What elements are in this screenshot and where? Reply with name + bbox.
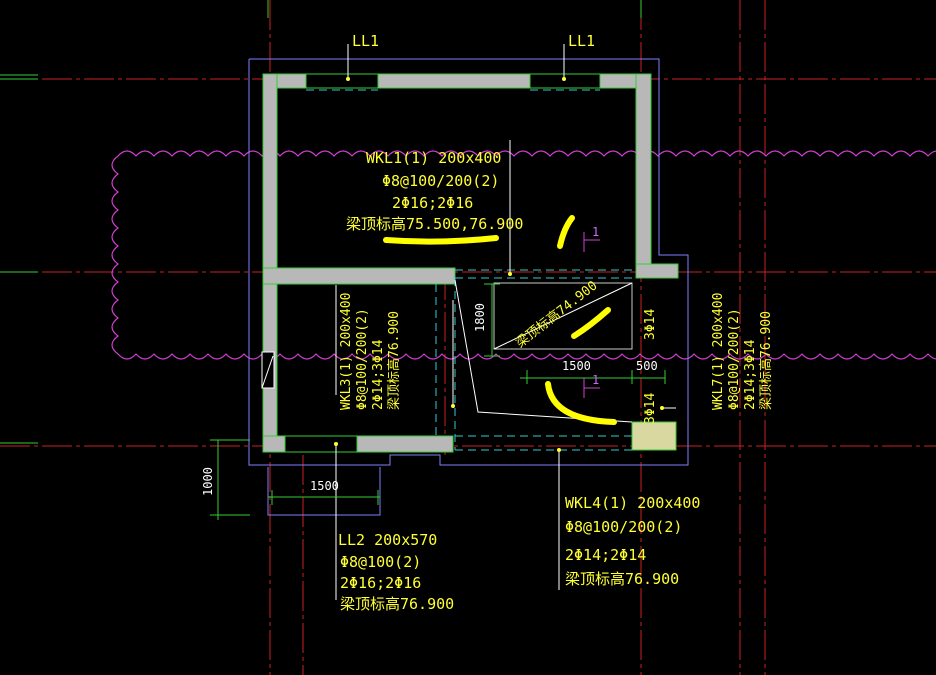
dim-1500-bottom: 1500 bbox=[310, 479, 339, 493]
section-mark-1: 1 bbox=[592, 225, 599, 239]
dim-500: 500 bbox=[636, 359, 658, 373]
ll2-line1: LL2 200x570 bbox=[338, 531, 437, 549]
wkl4-line2: Φ8@100/200(2) bbox=[565, 518, 682, 536]
dim-1800: 1800 bbox=[473, 303, 487, 332]
wkl1-line4: 梁顶标高75.500,76.900 bbox=[346, 215, 523, 233]
wkl3-line2: Φ8@100/200(2) bbox=[355, 308, 370, 410]
wkl1-line1: WKL1(1) 200x400 bbox=[366, 149, 501, 167]
wkl4-line1: WKL4(1) 200x400 bbox=[565, 494, 700, 512]
highlight-marks bbox=[383, 215, 617, 425]
dim-1000: 1000 bbox=[201, 467, 215, 496]
label-3phi14-lower: 3Φ14 bbox=[643, 393, 658, 424]
ll2-line4: 梁顶标高76.900 bbox=[340, 595, 454, 613]
dim-1500-mid: 1500 bbox=[562, 359, 591, 373]
label-ll1-right: LL1 bbox=[568, 32, 595, 50]
dimension-lines bbox=[210, 283, 666, 520]
label-ll1-left: LL1 bbox=[352, 32, 379, 50]
wkl3-line3: 2Φ14;3Φ14 bbox=[371, 339, 386, 410]
openings bbox=[284, 73, 601, 453]
beam-lines bbox=[306, 89, 636, 451]
walls bbox=[262, 73, 679, 453]
wkl3-line4: 梁顶标高76.900 bbox=[386, 311, 402, 410]
wkl7-line3: 2Φ14;3Φ14 bbox=[743, 339, 758, 410]
revision-cloud bbox=[111, 150, 936, 360]
section-marks bbox=[583, 232, 600, 398]
slab-region bbox=[493, 282, 633, 350]
label-ll2: LL2 200x570 Φ8@100(2) 2Φ16;2Φ16 梁顶标高76.9… bbox=[338, 531, 454, 613]
section-mark-2: 1 bbox=[592, 373, 599, 387]
ll2-line2: Φ8@100(2) bbox=[340, 553, 421, 571]
label-3phi14-upper: 3Φ14 bbox=[643, 309, 658, 340]
ll2-line3: 2Φ16;2Φ16 bbox=[340, 574, 421, 592]
label-wkl1: WKL1(1) 200x400 Φ8@100/200(2) 2Φ16;2Φ16 … bbox=[346, 149, 523, 233]
wkl3-line1: WKL3(1) 200x400 bbox=[339, 293, 354, 410]
label-wkl3: WKL3(1) 200x400 Φ8@100/200(2) 2Φ14;3Φ14 … bbox=[339, 293, 402, 410]
wkl7-line2: Φ8@100/200(2) bbox=[727, 308, 742, 410]
slab-diagonal bbox=[493, 282, 633, 350]
wkl4-line4: 梁顶标高76.900 bbox=[565, 570, 679, 588]
leader-dots bbox=[334, 77, 664, 452]
wkl7-line1: WKL7(1) 200x400 bbox=[711, 293, 726, 410]
slab-elevation-label: 梁顶标高74.900 bbox=[513, 278, 601, 352]
wkl1-line3: 2Φ16;2Φ16 bbox=[392, 194, 473, 212]
grid-bubbles-left bbox=[0, 0, 642, 444]
door-swing bbox=[261, 355, 274, 389]
wkl1-line2: Φ8@100/200(2) bbox=[382, 172, 499, 190]
wkl7-line4: 梁顶标高76.900 bbox=[758, 311, 774, 410]
wkl4-line3: 2Φ14;2Φ14 bbox=[565, 546, 646, 564]
label-wkl7: WKL7(1) 200x400 Φ8@100/200(2) 2Φ14;3Φ14 … bbox=[711, 293, 774, 410]
label-wkl4: WKL4(1) 200x400 Φ8@100/200(2) 2Φ14;2Φ14 … bbox=[565, 494, 700, 588]
slab-outline bbox=[248, 58, 689, 516]
